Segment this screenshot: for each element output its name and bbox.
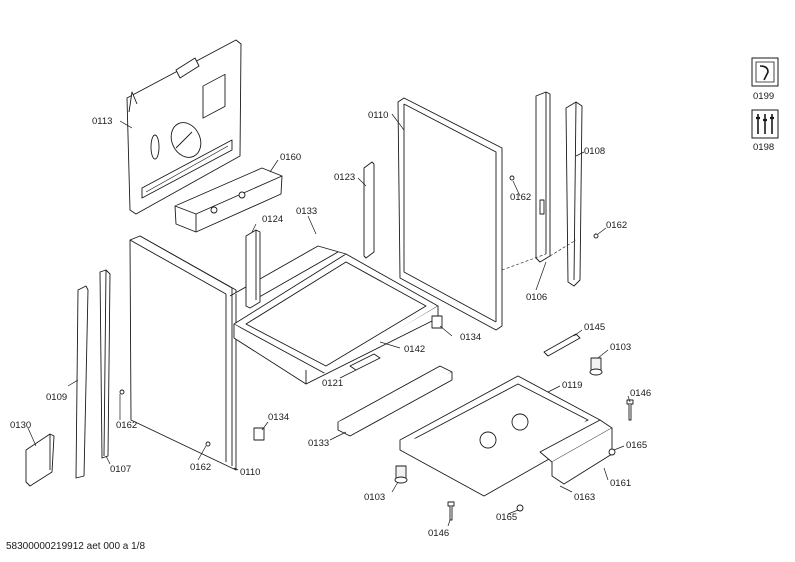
clip-0134-bottom [253,427,265,441]
label-0106: 0106 [526,292,547,303]
label-0134-bottom: 0134 [268,412,289,423]
label-0110-left: 0110 [240,467,260,478]
back-panel-part [126,39,242,215]
screw-0165-a [608,448,616,456]
label-0133-top: 0133 [296,206,317,217]
part-0121 [349,353,381,371]
strip-0123 [363,161,375,259]
label-0108: 0108 [584,146,605,157]
clip-0134-top [431,315,443,329]
label-0113: 0113 [92,116,112,127]
strip-0109 [75,285,89,479]
support-column-0124 [245,229,261,309]
foot-0103-lower [394,465,408,484]
label-0119: 0119 [562,380,582,391]
bar-0163 [539,419,613,485]
wrench-icon [751,57,779,87]
bracket-0160-part [174,167,283,233]
foot-0103-upper [589,357,603,376]
screwdriver-set-icon [751,109,779,139]
screw-0146-bottom [447,501,455,521]
label-0161: 0161 [610,478,631,489]
label-0165-b: 0165 [496,512,517,523]
label-0162-d: 0162 [190,462,211,473]
label-0130: 0130 [10,420,31,431]
rail-0108 [565,101,583,287]
leader-lines [27,113,631,527]
label-0123: 0123 [334,172,355,183]
label-0163: 0163 [574,492,595,503]
screw-0165-b [516,504,524,512]
label-0103-lower: 0103 [364,492,385,503]
left-side-panel-part [129,235,237,471]
drawer-frame-part [229,245,439,385]
label-0146-right: 0146 [630,388,651,399]
label-0142: 0142 [404,344,425,355]
label-0198: 0198 [753,142,774,153]
screw-0146-right [626,399,634,421]
label-0110-right: 0110 [368,110,388,121]
label-0145: 0145 [584,322,605,333]
label-0124: 0124 [262,214,283,225]
label-0162-c: 0162 [116,420,137,431]
vertical-rail-0106 [535,91,551,263]
right-side-panel-part [397,97,503,331]
label-0107: 0107 [110,464,131,475]
document-footer: 58300000219912 aet 000 a 1/8 [6,541,146,552]
label-0162-a: 0162 [510,192,531,203]
label-0160: 0160 [280,152,301,163]
label-0121: 0121 [322,378,343,389]
bracket-0145 [543,333,581,357]
rail-0133 [337,365,453,437]
label-0165-a: 0165 [626,440,647,451]
bracket-0130 [25,433,55,487]
label-0133-bottom: 0133 [308,438,329,449]
label-0199: 0199 [753,91,774,102]
label-0162-b: 0162 [606,220,627,231]
label-0146-bottom: 0146 [428,528,449,539]
base-frame-0119 [399,375,601,497]
strip-0107 [99,269,111,459]
label-0109: 0109 [46,392,67,403]
label-0103-upper: 0103 [610,342,631,353]
label-0134-top: 0134 [460,332,481,343]
screw-0162-dots [119,175,599,447]
